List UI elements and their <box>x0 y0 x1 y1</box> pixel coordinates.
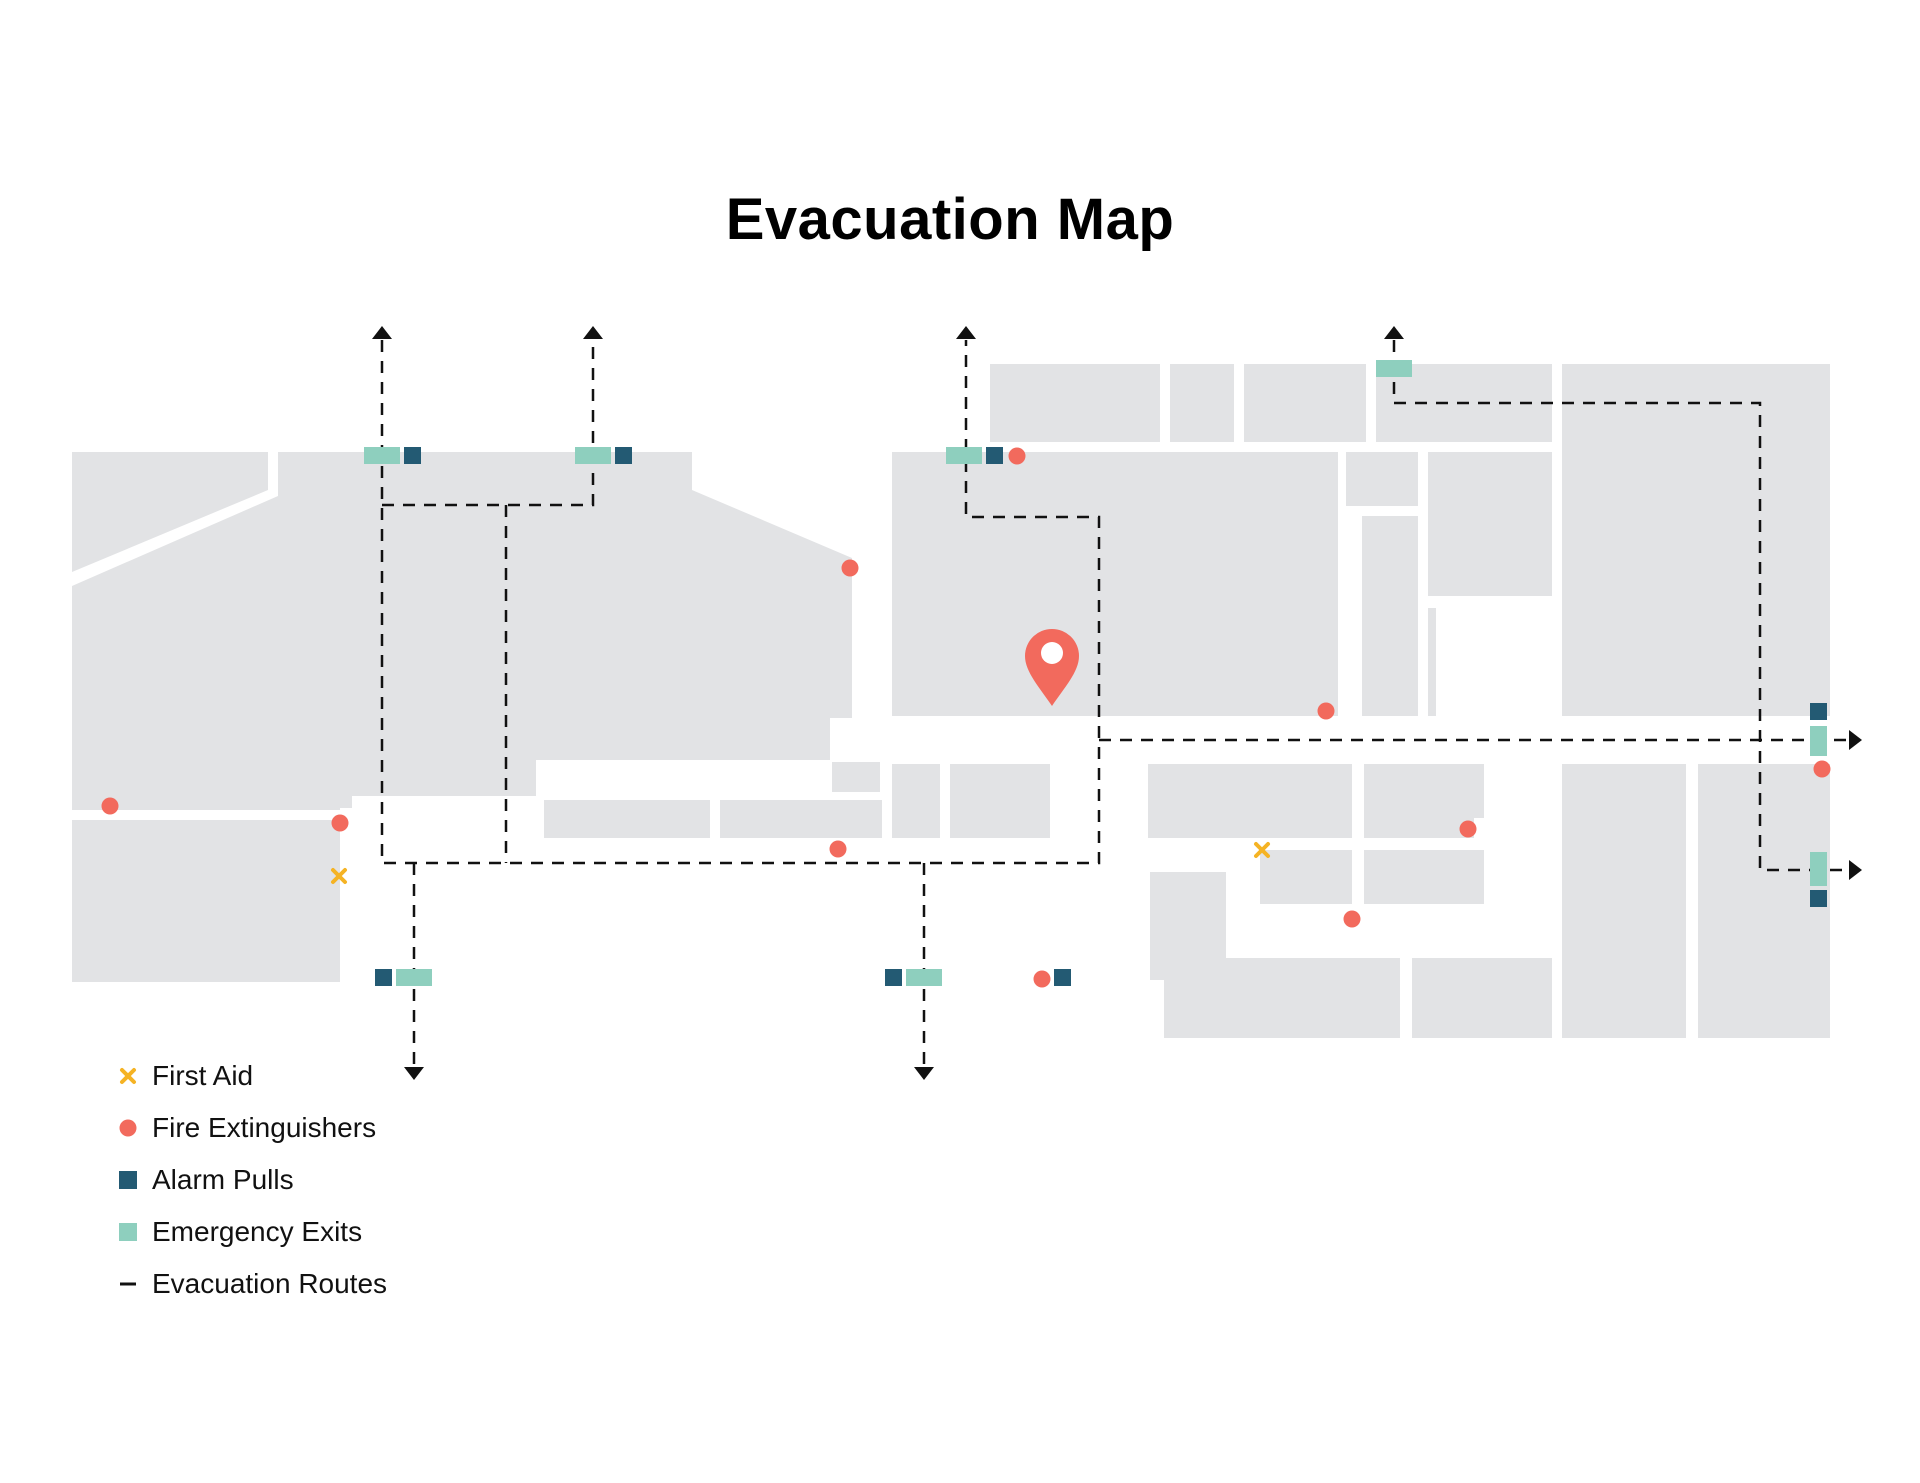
fire-extinguisher-icon <box>841 559 859 577</box>
emergency-exit-icon <box>1810 852 1827 886</box>
room <box>1362 516 1418 716</box>
route-west-branch <box>382 340 595 507</box>
fire-extinguisher-icon <box>331 814 349 832</box>
room <box>1412 958 1552 1038</box>
room <box>1364 764 1484 838</box>
room <box>1260 850 1352 904</box>
evacuation-routes <box>380 340 1846 1066</box>
fire-extinguisher-icon <box>1317 702 1335 720</box>
arrow-up-icon <box>1384 326 1404 339</box>
room <box>72 452 268 572</box>
legend-item-evacuation-route: Evacuation Routes <box>118 1258 387 1310</box>
legend-label: First Aid <box>152 1060 254 1091</box>
alarm-pull-icon <box>1054 969 1071 986</box>
emergency-exits <box>364 360 1827 986</box>
legend-item-alarm-pull: Alarm Pulls <box>118 1154 387 1206</box>
room <box>990 364 1160 442</box>
room <box>72 820 340 982</box>
emergency-exit-icon <box>364 447 400 464</box>
map-pin-icon <box>1025 629 1079 706</box>
first-aid-icon <box>331 868 347 884</box>
fire-extinguisher-icon <box>1813 760 1831 778</box>
fire-extinguisher-icon <box>101 797 119 815</box>
room <box>544 800 710 838</box>
room <box>1244 364 1366 442</box>
room <box>892 764 940 838</box>
rectangle-icon <box>119 1223 137 1241</box>
arrow-up-icon <box>956 326 976 339</box>
arrow-right-icon <box>1849 730 1862 750</box>
fire-extinguisher-icon <box>1459 820 1477 838</box>
room <box>1428 452 1552 596</box>
room <box>950 764 1050 838</box>
route-north-east <box>1392 340 1846 872</box>
legend-label: Alarm Pulls <box>152 1164 294 1195</box>
alarm-pull-icon <box>885 969 902 986</box>
legend-label: Fire Extinguishers <box>152 1112 377 1143</box>
arrow-up-icon <box>372 326 392 339</box>
fire-extinguisher-icon <box>1343 910 1361 928</box>
route-arrows <box>372 326 1862 1080</box>
emergency-exit-icon <box>1810 726 1827 756</box>
route-west <box>380 340 1101 865</box>
room <box>1562 364 1830 716</box>
alarm-pull-icon <box>404 447 421 464</box>
room <box>1148 764 1352 838</box>
emergency-exit-icon <box>396 969 432 986</box>
x-mark-icon <box>120 1068 136 1084</box>
square-icon <box>119 1171 137 1189</box>
room <box>1164 958 1400 1038</box>
alarm-pull-icon <box>986 447 1003 464</box>
alarm-pull-icon <box>375 969 392 986</box>
arrow-down-icon <box>404 1067 424 1080</box>
room <box>720 800 882 838</box>
legend-item-emergency-exit: Emergency Exits <box>118 1206 387 1258</box>
emergency-exit-icon <box>906 969 942 986</box>
arrow-right-icon <box>1849 860 1862 880</box>
fire-extinguisher-icon <box>1008 447 1026 465</box>
fire-extinguishers <box>101 447 1831 988</box>
alarm-pull-icon <box>1810 890 1827 907</box>
alarm-pull-icon <box>1810 703 1827 720</box>
arrow-down-icon <box>914 1067 934 1080</box>
dash-icon <box>120 1282 136 1286</box>
rooms <box>72 364 1830 1038</box>
emergency-exit-icon <box>946 447 982 464</box>
first-aid-stations <box>331 842 1270 884</box>
room <box>1170 364 1234 442</box>
emergency-exit-icon <box>1376 360 1412 377</box>
room <box>72 452 852 810</box>
legend-item-fire-extinguisher: Fire Extinguishers <box>118 1102 387 1154</box>
room <box>1428 608 1436 716</box>
emergency-exit-icon <box>575 447 611 464</box>
room <box>1562 764 1686 1038</box>
room <box>1346 452 1418 506</box>
legend-label: Emergency Exits <box>152 1216 363 1247</box>
room <box>832 762 880 792</box>
page-title: Evacuation Map <box>725 187 1175 252</box>
alarm-pull-icon <box>615 447 632 464</box>
dot-icon <box>119 1119 137 1137</box>
room <box>1364 850 1484 904</box>
arrow-up-icon <box>583 326 603 339</box>
legend-item-first-aid: First Aid <box>118 1050 387 1102</box>
fire-extinguisher-icon <box>829 840 847 858</box>
room <box>1150 872 1226 980</box>
legend-label: Evacuation Routes <box>152 1268 388 1299</box>
alarm-pulls <box>375 447 1827 986</box>
room <box>892 452 1338 716</box>
first-aid-icon <box>1254 842 1270 858</box>
fire-extinguisher-icon <box>1033 970 1051 988</box>
room <box>1698 764 1830 1038</box>
